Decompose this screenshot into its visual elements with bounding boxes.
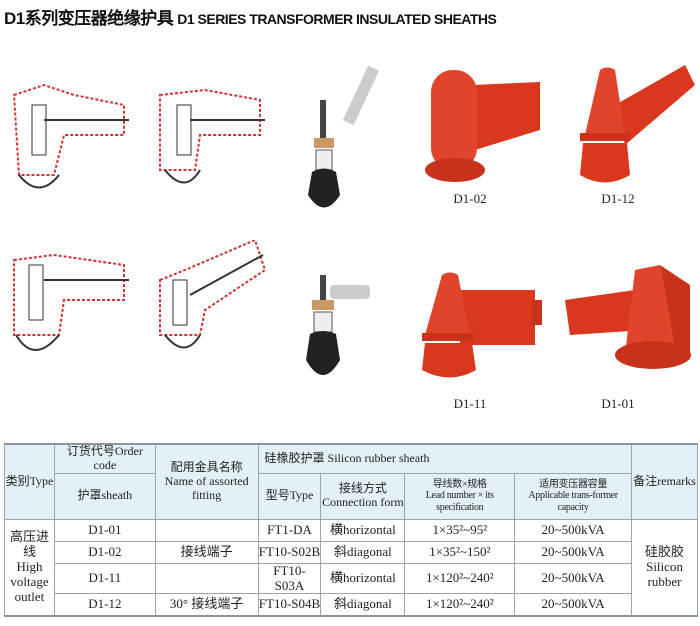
header-remarks: 备注remarks (631, 443, 698, 520)
header-cap-cn: 适用变压器容量 (539, 478, 608, 490)
table-row: D1-11 FT10-S03A 横horizontal 1×120²~240² … (5, 562, 698, 595)
cell-model: FT10-S02B (257, 540, 322, 564)
cell-lead: 1×35²~150² (404, 540, 516, 564)
cell-sheath: D1-12 (53, 593, 156, 617)
category-cn: 高压进线 (9, 528, 49, 559)
sheath-d1-12-image (580, 65, 695, 183)
cell-capacity: 20~500kVA (514, 593, 633, 617)
header-lead-en: Lead number × its specification (425, 490, 494, 513)
header-conn-en: Connection form (322, 495, 404, 510)
sheath-d1-02-image (425, 70, 540, 182)
cell-model: FT10-S04B (257, 593, 322, 617)
sheath-drawing-2 (159, 88, 265, 184)
cell-conn: 横horizontal (320, 562, 406, 595)
header-type: 类别Type (4, 443, 55, 520)
header-order-code: 订货代号Order code (53, 443, 156, 474)
sheath-drawing-4 (159, 240, 267, 349)
cell-conn: 斜diagonal (320, 593, 406, 617)
caption-d1-01: D1-01 (601, 396, 635, 411)
header-sheath: 护罩sheath (53, 472, 156, 520)
header-fitting-en: Name of assorted fitting (164, 473, 249, 502)
remark-cn: 硅胶胶 (645, 543, 685, 559)
cell-lead: 1×120²~240² (404, 593, 516, 617)
remark-en-2: rubber (647, 573, 682, 589)
sheath-d1-11-image (422, 272, 542, 378)
cell-fitting (154, 518, 259, 542)
cell-sheath: D1-02 (53, 540, 156, 564)
category-en-2: voltage (10, 573, 49, 589)
header-cap-en: Applicable trans-former capacity (528, 490, 618, 513)
sheath-drawing-1 (12, 83, 129, 189)
cell-fitting: 30° 接线端子 (154, 593, 259, 617)
cell-sheath: D1-11 (53, 562, 156, 595)
caption-d1-11: D1-11 (453, 396, 487, 411)
title-en: D1 SERIES TRANSFORMER INSULATED SHEATHS (177, 11, 497, 27)
header-lead-cn: 导线数×规格 (432, 478, 487, 490)
cell-lead: 1×120²~240² (404, 562, 516, 595)
header-model: 型号Type (257, 472, 322, 520)
bushing-photo-1 (308, 65, 380, 208)
sheath-drawing-3 (13, 253, 129, 351)
caption-d1-12: D1-12 (601, 191, 635, 206)
sheath-d1-01-image (565, 265, 691, 369)
title-cn: D1系列变压器绝缘护具 (4, 9, 174, 28)
cell-model: FT1-DA (257, 518, 322, 542)
remark-en-1: Silicon (646, 558, 683, 574)
cell-sheath: D1-01 (53, 518, 156, 542)
table-row: D1-02 接线端子 FT10-S02B 斜diagonal 1×35²~150… (5, 540, 698, 564)
cell-conn: 斜diagonal (320, 540, 406, 564)
cell-capacity: 20~500kVA (514, 518, 633, 542)
category-en-1: High (16, 558, 43, 574)
header-conn-cn: 接线方式 (338, 481, 387, 496)
cell-model: FT10-S03A (257, 562, 322, 595)
cell-conn: 横horizontal (320, 518, 406, 542)
cell-capacity: 20~500kVA (514, 540, 633, 564)
cell-fitting: 接线端子 (154, 540, 259, 564)
header-silicon: 硅橡胶护罩 Silicon rubber sheath (257, 443, 633, 474)
header-fitting-cn: 配用金具名称 (170, 460, 243, 475)
cell-lead: 1×35²~95² (404, 518, 516, 542)
category-en-3: outlet (14, 588, 45, 604)
cell-fitting (154, 562, 259, 595)
table-row: D1-12 30° 接线端子 FT10-S04B 斜diagonal 1×120… (5, 593, 698, 617)
bushing-photo-2 (306, 275, 370, 375)
cell-capacity: 20~500kVA (514, 562, 633, 595)
caption-d1-02: D1-02 (453, 191, 487, 206)
